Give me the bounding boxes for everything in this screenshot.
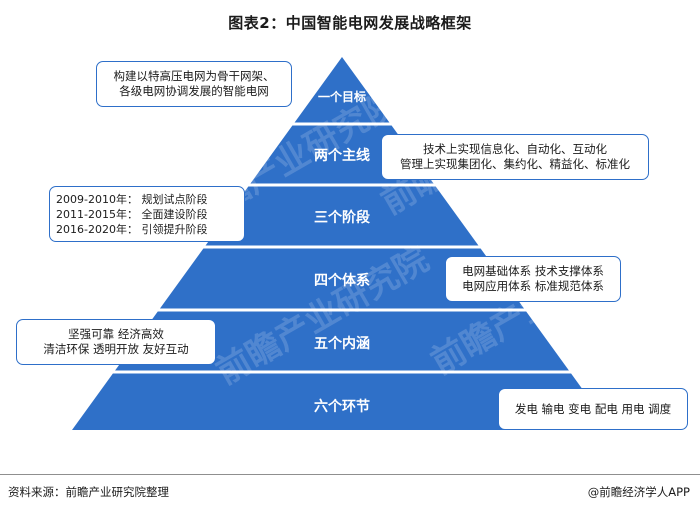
source-note: 资料来源：前瞻产业研究院整理 xyxy=(8,485,169,499)
callout-links: 发电 输电 变电 配电 用电 调度 xyxy=(498,388,688,430)
callout-systems: 电网基础体系 技术支撑体系 电网应用体系 标准规范体系 xyxy=(445,256,621,302)
level-label-6: 六个环节 xyxy=(314,398,370,415)
callout-systems-line-2: 电网应用体系 标准规范体系 xyxy=(462,279,604,293)
callout-links-line-1: 发电 输电 变电 配电 用电 调度 xyxy=(514,401,672,416)
callout-stages: 2009-2010年： 规划试点阶段 2011-2015年： 全面建设阶段 20… xyxy=(49,186,245,242)
callout-goal-line-1: 构建以特高压电网为骨干网架、 xyxy=(113,69,275,83)
chart-title: 图表2：中国智能电网发展战略框架 xyxy=(228,14,472,32)
level-label-4: 四个体系 xyxy=(314,272,370,289)
callout-stages-line-3: 2016-2020年： 引领提升阶段 xyxy=(56,222,208,236)
callout-stages-line-2: 2011-2015年： 全面建设阶段 xyxy=(56,207,208,221)
callout-mainlines-line-1: 技术上实现信息化、自动化、互动化 xyxy=(423,142,607,156)
level-label-2: 两个主线 xyxy=(314,147,370,164)
level-label-3: 三个阶段 xyxy=(314,209,370,226)
callout-connotations-line-1: 坚强可靠 经济高效 xyxy=(68,327,164,341)
callout-connotations: 坚强可靠 经济高效 清洁环保 透明开放 友好互动 xyxy=(16,319,216,365)
level-labels: 一个目标 两个主线 三个阶段 四个体系 五个内涵 六个环节 xyxy=(314,89,370,415)
footer-divider xyxy=(0,474,700,475)
callout-mainlines: 技术上实现信息化、自动化、互动化 管理上实现集团化、集约化、精益化、标准化 xyxy=(381,134,649,180)
level-label-5: 五个内涵 xyxy=(314,335,370,352)
callout-goal: 构建以特高压电网为骨干网架、 各级电网协调发展的智能电网 xyxy=(96,61,292,107)
callout-stages-line-1: 2009-2010年： 规划试点阶段 xyxy=(56,192,208,206)
callout-mainlines-line-2: 管理上实现集团化、集约化、精益化、标准化 xyxy=(400,157,630,171)
level-separators xyxy=(89,122,595,374)
brand-credit: @前瞻经济学人APP xyxy=(587,485,690,499)
callout-connotations-line-2: 清洁环保 透明开放 友好互动 xyxy=(43,342,189,356)
callout-systems-line-1: 电网基础体系 技术支撑体系 xyxy=(462,264,604,278)
callout-goal-line-2: 各级电网协调发展的智能电网 xyxy=(119,84,269,98)
level-label-1: 一个目标 xyxy=(318,89,366,104)
